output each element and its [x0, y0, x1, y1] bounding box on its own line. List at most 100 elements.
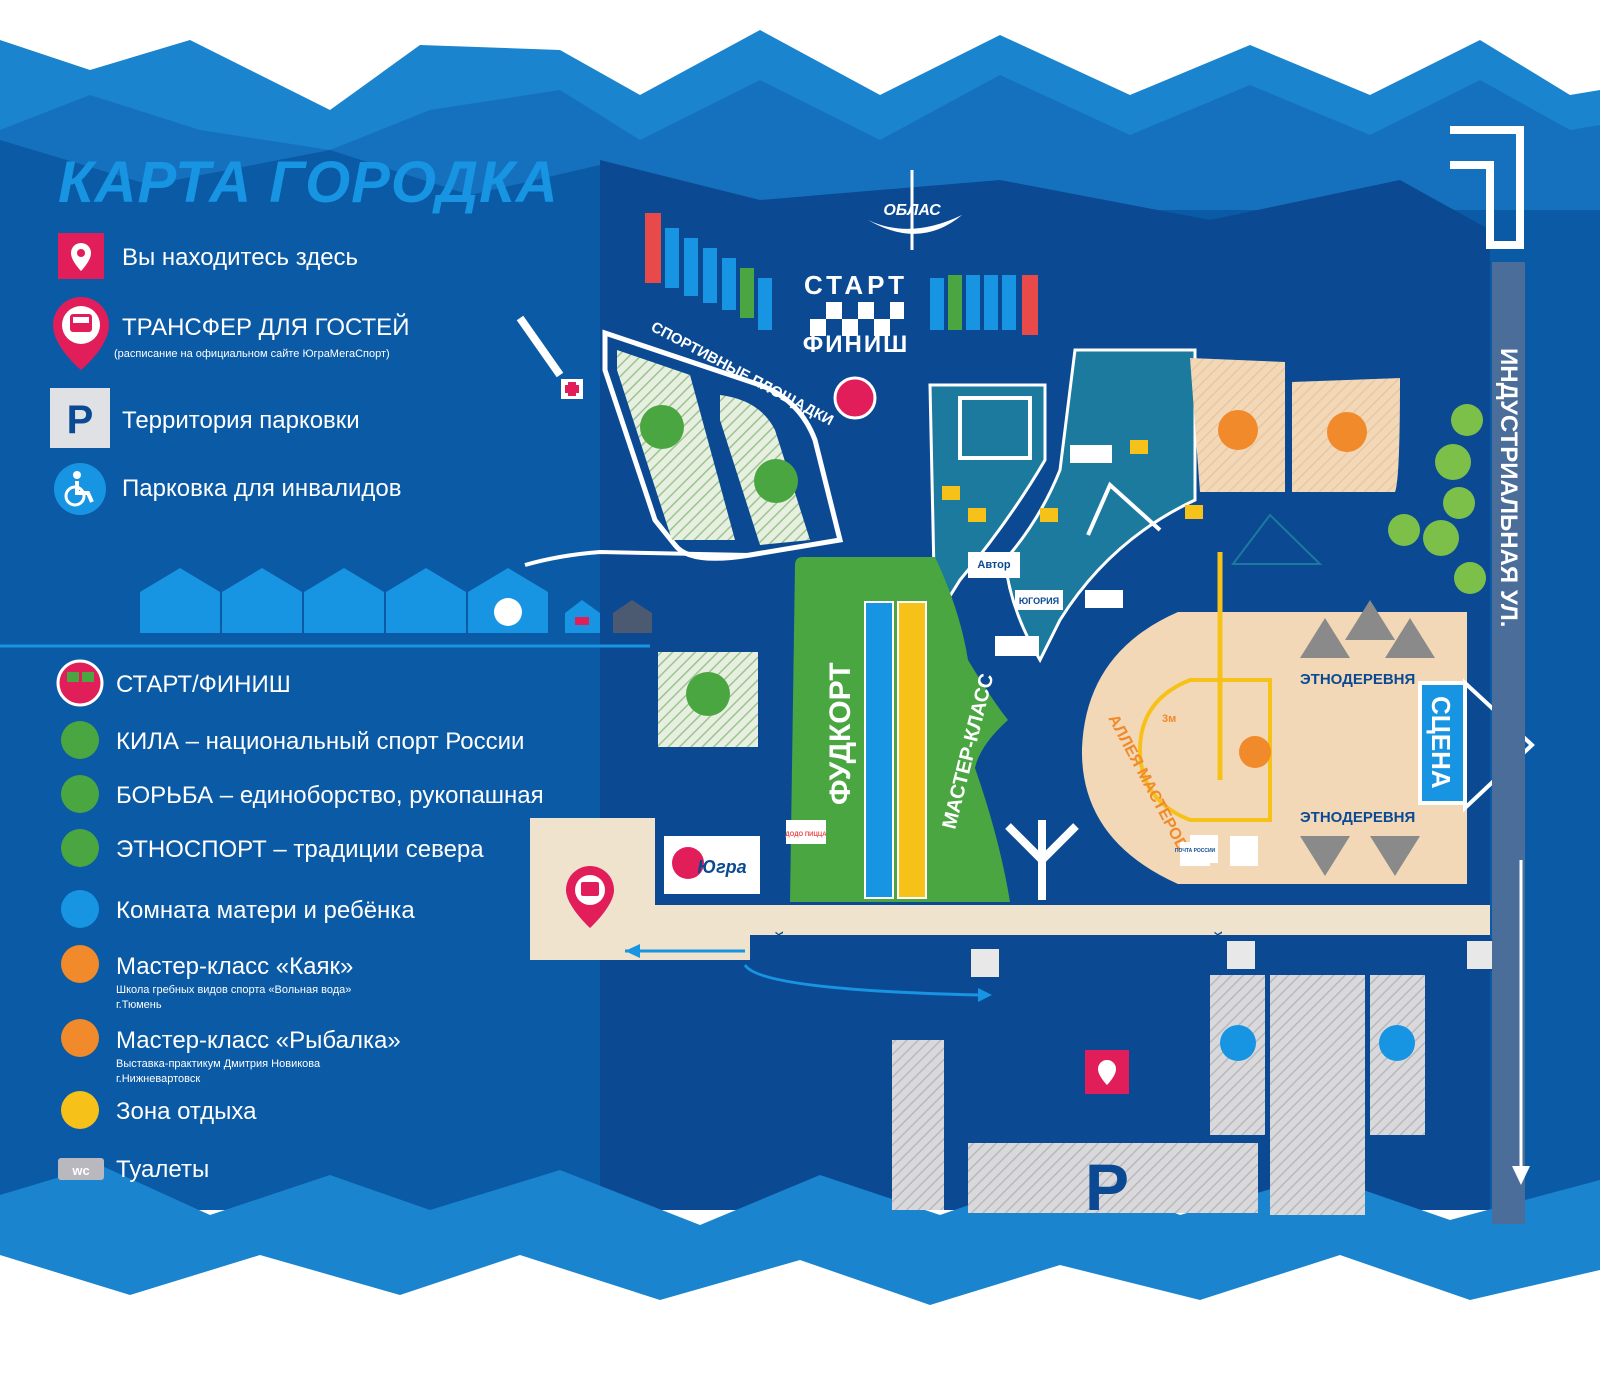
legend-note: Выставка-практикум Дмитрия Новикова	[116, 1058, 321, 1070]
fishing-icon	[61, 1019, 99, 1057]
legend-label: Зона отдыха	[116, 1098, 257, 1125]
block-left-label: БЛОК	[774, 931, 786, 962]
foodcourt-label: ФУДКОРТ	[824, 662, 857, 805]
rest-zone-chairs	[942, 440, 1203, 522]
sponsor-author-card	[968, 552, 1020, 578]
legend-item-transfer: ТРАНСФЕР ДЛЯ ГОСТЕЙ (расписание на офици…	[53, 297, 409, 370]
legend-item-start-finish: СТАРТ/ФИНИШ	[56, 659, 291, 707]
street-label: ИНДУСТРИАЛЬНАЯ УЛ.	[1495, 348, 1522, 627]
legend-label: Туалеты	[116, 1156, 209, 1183]
ethnovillage-top-label: ЭТНОДЕРЕВНЯ	[1300, 671, 1415, 688]
sponsor-post-card	[1180, 842, 1210, 866]
transfer-area	[530, 818, 1490, 960]
start-finish-flags-icon	[56, 659, 104, 707]
wheelchair-icon	[1220, 1025, 1256, 1061]
legend-label: Мастер-класс «Рыбалка»	[116, 1027, 401, 1054]
kayak-icon	[61, 945, 99, 983]
kayak-icon	[1327, 412, 1367, 452]
wrestling-icon	[686, 672, 730, 716]
ethnosport-icon	[61, 829, 99, 867]
sponsor-yugoria-label: ЮГОРИЯ	[1019, 596, 1059, 606]
map-title: КАРТА ГОРОДКА	[58, 150, 559, 215]
legend-label: Парковка для инвалидов	[122, 475, 402, 502]
arrow-right-route	[743, 964, 981, 997]
food-stalls-blue	[864, 601, 894, 899]
legend-item-fishing: Мастер-класс «Рыбалка» Выставка-практику…	[61, 1019, 401, 1085]
oblas-logo-icon	[868, 215, 962, 234]
wc-icon	[58, 1158, 104, 1180]
parking-letter: P	[1085, 1150, 1129, 1224]
parking-icon	[50, 388, 110, 448]
alley-track	[1137, 678, 1272, 822]
deck-chair-icon	[1185, 505, 1203, 519]
sponsor-post-label: ПОЧТА РОССИИ	[1175, 848, 1216, 854]
distance-label: 3м	[1162, 713, 1176, 725]
kila-sport-icon	[640, 405, 684, 449]
stage	[1418, 681, 1467, 805]
start-label: СТАРТ	[804, 270, 908, 300]
sponsor-dodo-card	[786, 820, 826, 844]
legend-item-kayak: Мастер-класс «Каяк» Школа гребных видов …	[61, 945, 353, 1011]
block-right-label: БЛОК	[1213, 931, 1225, 962]
sponsor-author-label: Автор	[977, 559, 1011, 571]
tents-row	[140, 568, 652, 633]
legend-label: БОРЬБА – единоборство, рукопашная	[116, 782, 544, 809]
parking-lot-c	[1270, 975, 1365, 1215]
wc-block	[892, 1040, 944, 1210]
security-icon	[1465, 939, 1497, 971]
svg-text:wc: wc	[71, 1163, 89, 1178]
legend-item-you-are-here: Вы находитесь здесь	[58, 233, 358, 279]
deck-chair-icon	[1130, 440, 1148, 454]
direction-arrows-icon	[1005, 820, 1079, 900]
tipi-group-bottom	[1300, 836, 1420, 876]
mother-child-icon	[494, 598, 522, 626]
ethnovillage-bottom-label: ЭТНОДЕРЕВНЯ	[1300, 809, 1415, 826]
stage-label: СЦЕНА	[1426, 696, 1456, 789]
tipi-group-top	[1300, 600, 1435, 658]
legend-label: Вы находитесь здесь	[122, 244, 358, 271]
deck-chair-icon	[968, 508, 986, 522]
kila-sport-icon	[61, 721, 99, 759]
security-icon	[1225, 939, 1257, 971]
camping-tent-icon	[1230, 513, 1323, 565]
legend-item-rest-zone: Зона отдыха	[61, 1091, 257, 1129]
deck-chair-icon	[1040, 508, 1058, 522]
legend-label: СТАРТ/ФИНИШ	[116, 671, 291, 698]
flags-left	[645, 213, 772, 330]
legend-item-disabled-parking: Парковка для инвалидов	[54, 463, 402, 515]
deck-chair-icon	[61, 1091, 99, 1129]
bridge-icon	[1450, 126, 1524, 249]
legend-label: ЭТНОСПОРТ – традиции севера	[116, 836, 484, 863]
bottom-wave	[0, 1165, 1600, 1305]
flags-right	[930, 275, 1038, 335]
food-stalls-yellow	[897, 601, 927, 899]
parking-lot-a	[968, 1143, 1258, 1213]
start-finish-flags-icon	[833, 376, 877, 420]
checkered-flag	[810, 302, 904, 336]
security-icon	[613, 600, 652, 633]
legend-item-parking: P Территория парковки	[50, 388, 360, 448]
legend-bottom: СТАРТ/ФИНИШ КИЛА – национальный спорт Ро…	[56, 659, 544, 1183]
legend-item-toilets: wc Туалеты	[58, 1156, 209, 1183]
ethnosport-icon	[754, 459, 798, 503]
ambulance-icon	[1379, 1025, 1415, 1061]
wrestling-icon	[61, 775, 99, 813]
finish-label: ФИНИШ	[803, 331, 909, 358]
legend-item-mother-room: Комната матери и ребёнка	[61, 890, 415, 928]
legend-label: Мастер-класс «Каяк»	[116, 953, 353, 980]
legend-label: КИЛА – национальный спорт России	[116, 728, 524, 755]
deck-chair-icon	[942, 486, 960, 500]
legend-note: Школа гребных видов спорта «Вольная вода…	[116, 984, 351, 996]
legend-label: ТРАНСФЕР ДЛЯ ГОСТЕЙ	[122, 313, 409, 341]
legend-item-wrestling: БОРЬБА – единоборство, рукопашная	[61, 775, 544, 813]
sponsor-yugoria-card	[1015, 590, 1063, 610]
oblas-label: ОБЛАС	[883, 202, 941, 219]
yugra-logo-label: Югра	[697, 857, 746, 877]
security-icon	[969, 947, 1001, 979]
legend-item-ethnosport: ЭТНОСПОРТ – традиции севера	[61, 829, 484, 867]
slide-icon	[1086, 481, 1162, 536]
sponsor-dodo-label: ДОДО ПИЦЦА	[785, 832, 827, 838]
mother-child-icon	[61, 890, 99, 928]
legend-label: Комната матери и ребёнка	[116, 897, 415, 924]
